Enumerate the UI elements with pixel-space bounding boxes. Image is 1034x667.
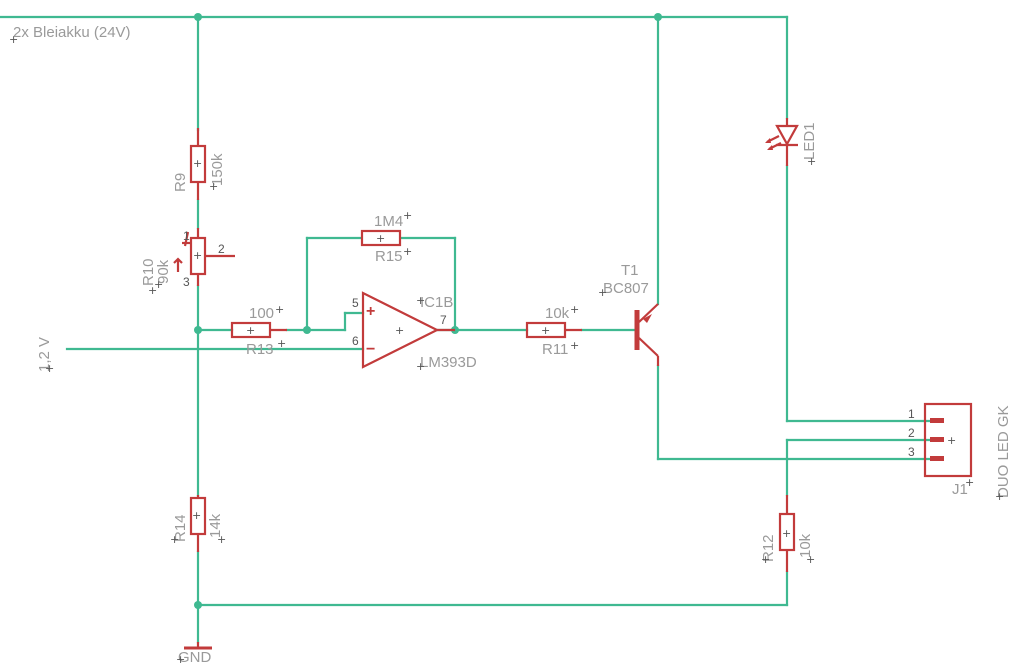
ground-symbol (184, 642, 212, 650)
svg-text:+: + (403, 245, 412, 258)
comparator-ic1b (361, 291, 455, 369)
svg-text:+: + (148, 284, 157, 297)
label-r12-value: 10k (797, 533, 814, 558)
label-ref-voltage: 1,2 V (36, 337, 53, 372)
svg-text:+: + (570, 303, 579, 316)
pin-ic-minus: − (366, 341, 375, 358)
svg-text:+: + (376, 232, 385, 245)
resistor-r12 (778, 495, 796, 572)
label-r14-name: R14 (172, 514, 189, 542)
svg-text:+: + (176, 653, 185, 666)
label-r12-name: R12 (760, 534, 777, 562)
labels: 2x Bleiakku (24V) GND 1,2 V R9 150k R10 … (13, 24, 1012, 666)
svg-text:+: + (541, 324, 550, 337)
label-supply: 2x Bleiakku (24V) (13, 24, 131, 41)
pin-pot-1: 1 (183, 229, 190, 243)
svg-text:+: + (246, 324, 255, 337)
svg-text:+: + (806, 553, 815, 566)
pin-pot-2: 2 (218, 242, 225, 256)
junction-gnd (194, 601, 202, 609)
svg-text:+: + (403, 209, 412, 222)
pin-j1-3: 3 (908, 445, 915, 459)
junction-feedback (303, 326, 311, 334)
label-ic-name: IC1B (420, 294, 453, 311)
junction-rail-left (194, 13, 202, 21)
pin-ic-plus: + (366, 303, 375, 320)
label-r10-value: 90k (155, 259, 172, 284)
label-r13-name: R13 (246, 341, 274, 358)
origin-markers: + + + + + + + + + + + + + + + + + + + + … (9, 33, 1004, 666)
svg-text:+: + (277, 337, 286, 350)
label-r9-name: R9 (172, 173, 189, 192)
label-r13-value: 100 (249, 305, 274, 322)
resistor-r13 (230, 321, 287, 339)
resistor-r14 (189, 495, 207, 552)
label-t1-value: BC807 (603, 280, 649, 297)
pin-ic-7: 7 (440, 313, 447, 327)
label-t1-name: T1 (621, 262, 639, 279)
svg-text:+: + (217, 533, 226, 546)
svg-text:+: + (45, 362, 54, 375)
label-led-name: LED1 (801, 122, 818, 160)
svg-text:+: + (782, 527, 791, 540)
label-ground: GND (178, 649, 212, 666)
label-j1-name: J1 (952, 481, 968, 498)
svg-text:+: + (570, 339, 579, 352)
svg-text:+: + (995, 490, 1004, 503)
label-r11-value: 10k (545, 305, 570, 322)
junctions (194, 13, 662, 609)
svg-text:+: + (598, 286, 607, 299)
svg-text:+: + (947, 434, 956, 447)
label-r14-value: 14k (207, 513, 224, 538)
pin-ic-5: 5 (352, 296, 359, 310)
transistor-t1 (634, 303, 660, 366)
svg-text:+: + (275, 303, 284, 316)
svg-text:+: + (154, 278, 163, 291)
svg-text:+: + (395, 324, 404, 337)
svg-text:+: + (192, 509, 201, 522)
resistor-r15 (360, 229, 402, 247)
pin-ic-6: 6 (352, 334, 359, 348)
resistor-r11 (525, 321, 582, 339)
potentiometer-r10 (173, 228, 235, 286)
resistor-r9 (189, 128, 207, 200)
label-r9-value: 150k (209, 153, 226, 186)
pin-pot-3: 3 (183, 275, 190, 289)
svg-text:+: + (170, 533, 179, 546)
label-ic-value: LM393D (420, 354, 477, 371)
svg-text:+: + (193, 249, 202, 262)
svg-text:+: + (807, 155, 816, 168)
label-r10-name: R10 (140, 258, 157, 286)
label-r11-name: R11 (542, 341, 568, 358)
junction-rail-emitter (654, 13, 662, 21)
svg-text:+: + (416, 294, 425, 307)
pin-numbers: 1 2 3 5 6 7 + − 1 2 3 (183, 229, 915, 459)
svg-text:+: + (965, 476, 974, 489)
pin-j1-2: 2 (908, 426, 915, 440)
junction-divider-node (194, 326, 202, 334)
svg-text:+: + (761, 553, 770, 566)
svg-text:+: + (416, 360, 425, 373)
label-j1-value: DUO LED GK (995, 405, 1012, 498)
pin-j1-1: 1 (908, 407, 915, 421)
svg-text:+: + (9, 33, 18, 46)
svg-text:+: + (209, 180, 218, 193)
connector-j1 (923, 402, 973, 478)
wires (0, 15, 932, 644)
label-r15-value: 1M4 (374, 213, 403, 230)
svg-text:+: + (193, 157, 202, 170)
led-led1 (765, 118, 799, 166)
label-r15-name: R15 (375, 248, 403, 265)
